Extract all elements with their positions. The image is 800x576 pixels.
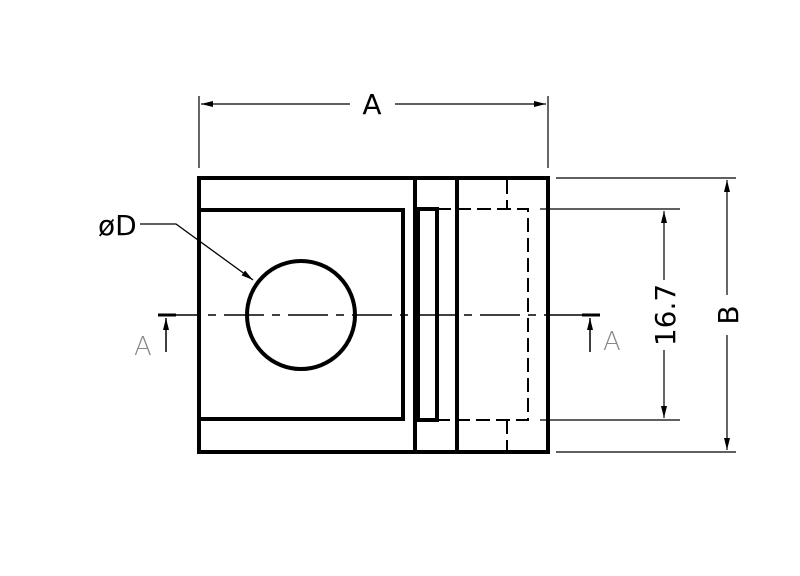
section-label-right: A (603, 327, 621, 357)
dimension-a (198, 96, 549, 168)
dimension-b-label: B (712, 305, 745, 324)
hole-diameter-label: øD (98, 209, 137, 242)
dimension-16-7 (540, 208, 680, 421)
dimension-16-7-label: 16.7 (649, 284, 682, 346)
section-label-left: A (134, 332, 152, 362)
dimension-b (556, 177, 736, 453)
dimension-a-label: A (362, 88, 381, 121)
hole-leader (140, 223, 254, 281)
hidden-lines (437, 180, 529, 450)
